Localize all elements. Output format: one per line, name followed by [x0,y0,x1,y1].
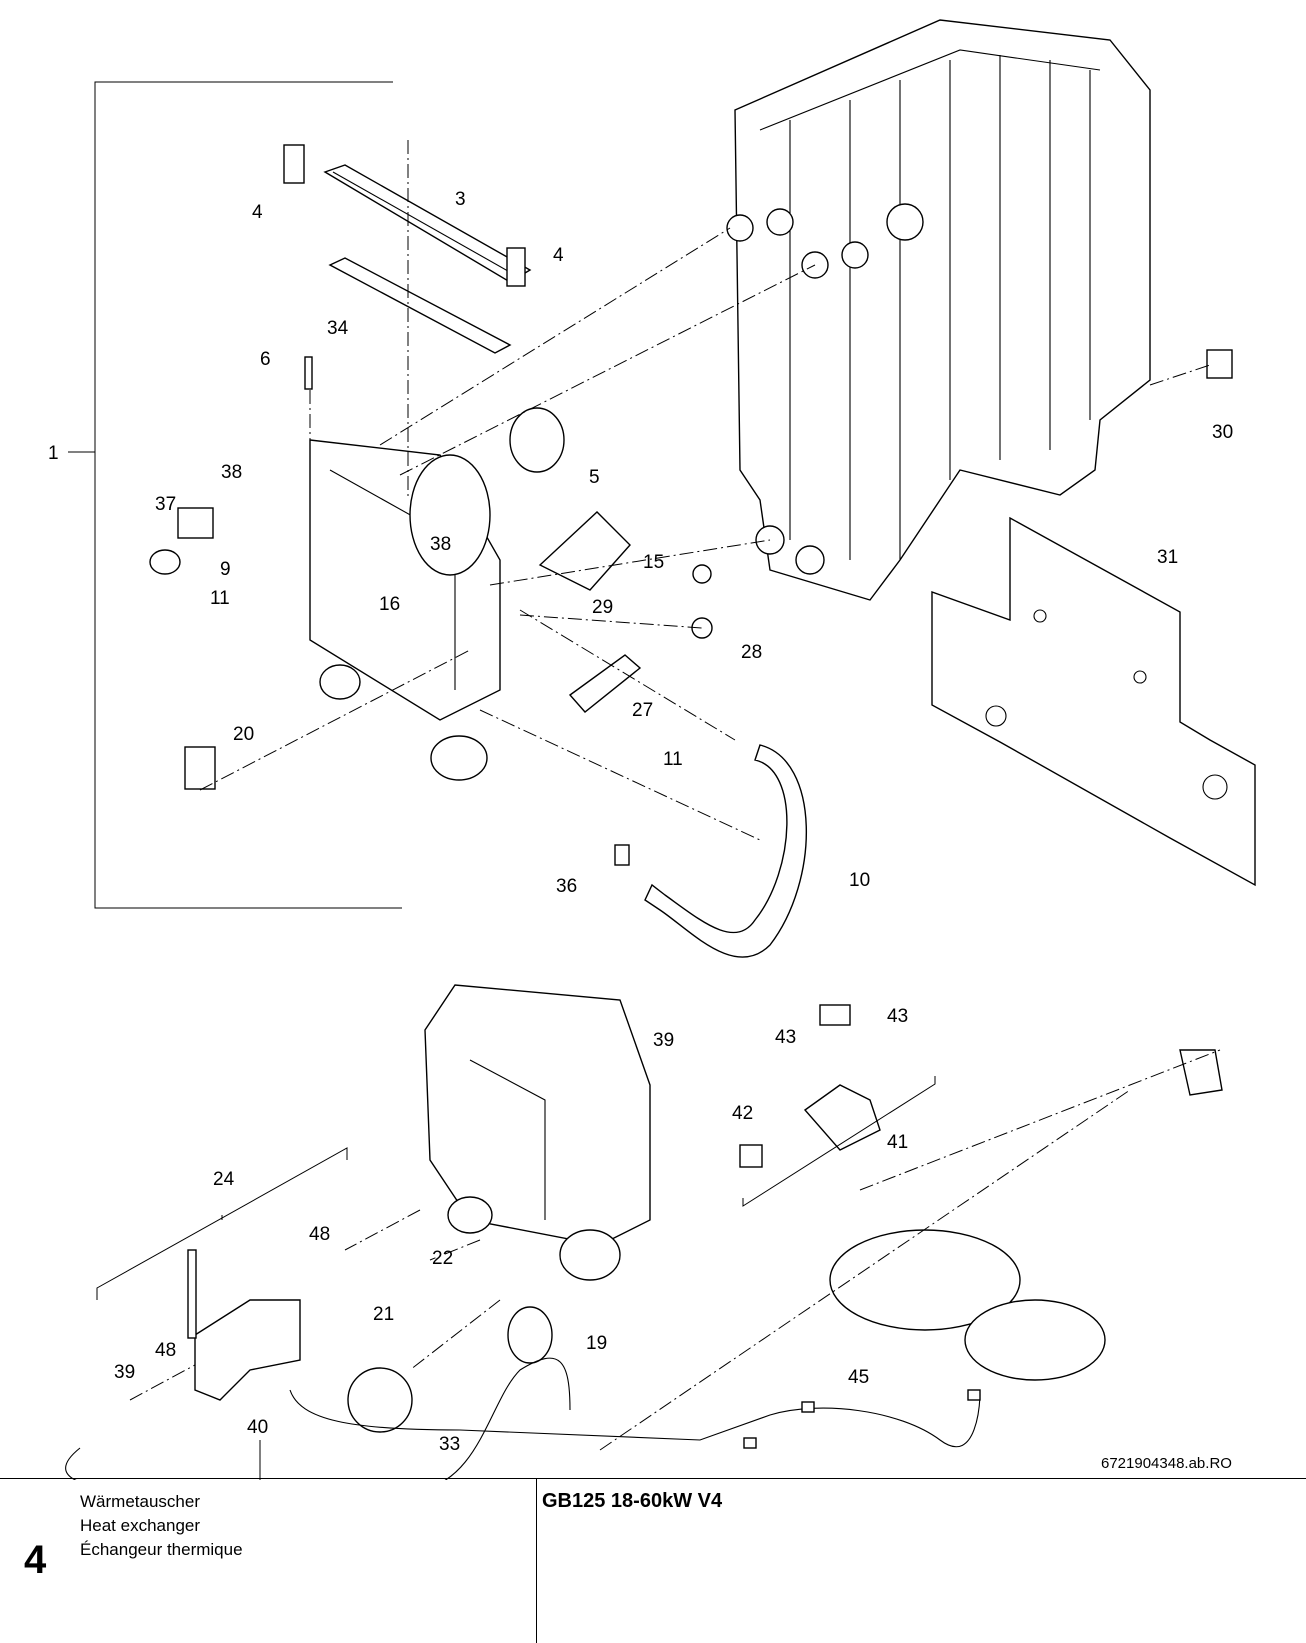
ring-28 [691,617,713,639]
callout-20: 20 [233,724,254,745]
callout-24: 24 [213,1169,235,1190]
callout-39: 39 [114,1362,135,1383]
callout-38: 38 [221,462,242,483]
callout-6: 6 [260,349,271,370]
callout-5: 5 [589,467,600,488]
cable-45 [289,1389,981,1449]
callout-43: 43 [887,1006,908,1027]
lower-heat-exchanger [424,984,651,1281]
description-de: Wärmetauscher [80,1492,200,1511]
callout-34: 34 [327,318,349,339]
callout-39: 39 [653,1030,674,1051]
callout-43: 43 [775,1027,796,1048]
callout-37: 37 [155,494,176,515]
heat-exchanger-block [726,19,1151,601]
callout-42: 42 [732,1103,753,1124]
callout-16: 16 [379,594,400,615]
callout-labels: 1 3 4 4 34 6 5 38 37 9 11 38 16 15 29 28… [48,189,1233,1472]
part-37-elbow [177,507,214,539]
callout-30: 30 [1212,422,1233,443]
siphon-24 [187,1249,301,1401]
callout-31: 31 [1157,547,1178,568]
description-en: Heat exchanger [80,1516,201,1535]
part-33 [347,1367,413,1433]
callout-48: 48 [309,1224,330,1245]
callout-28: 28 [741,642,762,663]
description-fr: Échangeur thermique [80,1540,243,1559]
callout-4: 4 [252,202,263,223]
tee-41 [739,1004,881,1168]
pipe-27 [568,654,642,713]
callout-27: 27 [632,700,653,721]
hose-10 [644,744,808,958]
callout-1: 1 [48,443,59,464]
callout-21: 21 [373,1304,394,1325]
callout-36: 36 [556,876,577,897]
callout-9: 9 [220,559,231,580]
callout-15: 15 [643,552,664,573]
insulation-plate-31 [931,516,1256,887]
lower-brackets [96,1076,936,1480]
callout-19: 19 [586,1333,607,1354]
footer: 4 Wärmetauscher Heat exchanger Échangeur… [0,1478,1306,1643]
upper-assembly-lines [199,140,1211,841]
ring-19 [507,1306,553,1364]
callout-11: 11 [663,749,683,770]
front-section [309,439,501,781]
lid-3 [323,164,532,283]
clip-36 [614,844,630,866]
group-bracket-1 [68,81,402,909]
exploded-parts-diagram: 1 3 4 4 34 6 5 38 37 9 11 38 16 15 29 28… [48,19,1256,1480]
model-name: GB125 18-60kW V4 [542,1490,723,1512]
reference-code: 6721904348.ab.RO [1101,1455,1232,1472]
ring-15 [692,564,712,584]
part-description: Wärmetauscher Heat exchanger Échangeur t… [80,1490,243,1562]
callout-45: 45 [848,1367,869,1388]
part-9-fitting [149,549,181,575]
screw-6 [304,356,313,390]
callout-4: 4 [553,245,564,266]
clip-20 [184,746,216,790]
ring-5 [509,407,565,473]
hose-40 [65,1357,571,1480]
callout-38: 38 [430,534,451,555]
bracket-30 [1206,349,1233,379]
callout-10: 10 [849,870,870,891]
footer-divider [0,1478,1306,1479]
callout-41: 41 [887,1132,908,1153]
gasket-34 [328,257,512,354]
page-number: 4 [24,1538,47,1582]
clip-4b [506,247,526,287]
callout-11: 11 [210,588,230,609]
callout-40: 40 [247,1417,268,1438]
footer-column-divider [536,1478,537,1643]
lower-assembly-lines [129,1049,1221,1451]
pump-assembly [829,1049,1223,1381]
callout-33: 33 [439,1434,460,1455]
callout-22: 22 [432,1248,453,1269]
callout-3: 3 [455,189,466,210]
clip-4a [283,144,305,184]
callout-29: 29 [592,597,613,618]
callout-48: 48 [155,1340,176,1361]
tray-29 [538,511,631,591]
